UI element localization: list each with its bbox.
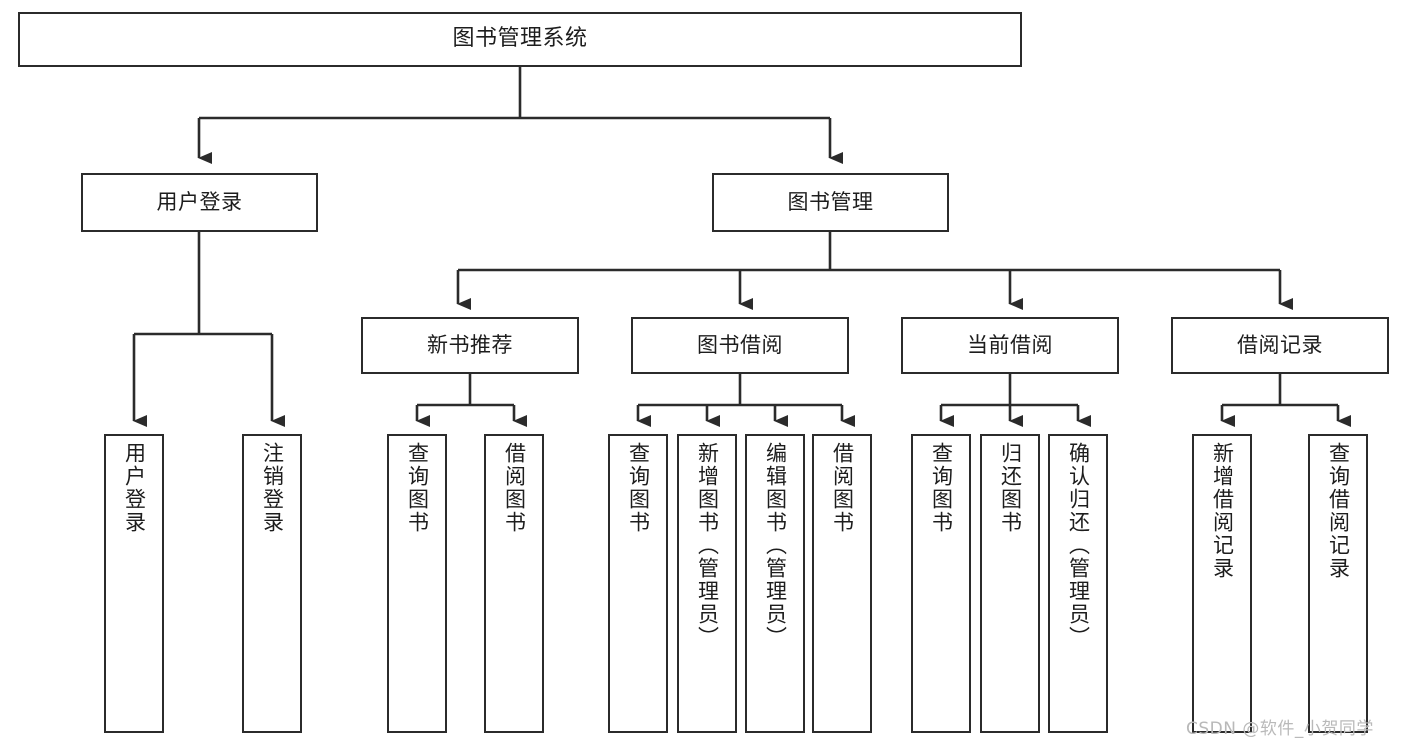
leaf-borrow-book-new[interactable]: 借阅图书	[484, 434, 544, 733]
node-label: 新增借阅记录	[1210, 442, 1235, 580]
node-new-book-recommend[interactable]: 新书推荐	[361, 317, 579, 374]
leaf-user-login[interactable]: 用户登录	[104, 434, 164, 733]
node-label: 用户登录	[122, 442, 147, 534]
leaf-edit-book-admin[interactable]: 编辑图书（管理员）	[745, 434, 805, 733]
leaf-query-book-borrow[interactable]: 查询图书	[608, 434, 668, 733]
csdn-watermark: CSDN @软件_小贺同学	[1186, 719, 1374, 739]
node-current-borrow[interactable]: 当前借阅	[901, 317, 1119, 374]
node-borrow-record[interactable]: 借阅记录	[1171, 317, 1389, 374]
node-label: 新书推荐	[427, 332, 513, 357]
node-label: 确认归还（管理员）	[1066, 442, 1091, 649]
leaf-return-book[interactable]: 归还图书	[980, 434, 1040, 733]
node-label: 编辑图书（管理员）	[763, 442, 788, 649]
node-root-system[interactable]: 图书管理系统	[18, 12, 1022, 67]
leaf-logout[interactable]: 注销登录	[242, 434, 302, 733]
node-label: 查询借阅记录	[1326, 442, 1351, 580]
node-label: 当前借阅	[967, 332, 1053, 357]
node-label: 查询图书	[929, 442, 954, 534]
node-label: 查询图书	[626, 442, 651, 534]
node-label: 图书借阅	[697, 332, 783, 357]
node-label: 图书管理	[787, 189, 874, 214]
node-label: 借阅记录	[1237, 332, 1323, 357]
leaf-confirm-return-admin[interactable]: 确认归还（管理员）	[1048, 434, 1108, 733]
node-book-borrow[interactable]: 图书借阅	[631, 317, 849, 374]
node-label: 图书管理系统	[452, 26, 588, 52]
node-label: 新增图书（管理员）	[695, 442, 720, 649]
node-label: 归还图书	[998, 442, 1023, 534]
node-label: 注销登录	[260, 442, 285, 534]
leaf-add-book-admin[interactable]: 新增图书（管理员）	[677, 434, 737, 733]
leaf-query-book-current[interactable]: 查询图书	[911, 434, 971, 733]
leaf-borrow-book[interactable]: 借阅图书	[812, 434, 872, 733]
node-label: 查询图书	[405, 442, 430, 534]
node-label: 借阅图书	[830, 442, 855, 534]
node-label: 借阅图书	[502, 442, 527, 534]
node-user-login[interactable]: 用户登录	[81, 173, 318, 232]
leaf-add-borrow-record[interactable]: 新增借阅记录	[1192, 434, 1252, 733]
node-book-management[interactable]: 图书管理	[712, 173, 949, 232]
leaf-query-borrow-record[interactable]: 查询借阅记录	[1308, 434, 1368, 733]
node-label: 用户登录	[156, 189, 243, 214]
leaf-query-book-new[interactable]: 查询图书	[387, 434, 447, 733]
